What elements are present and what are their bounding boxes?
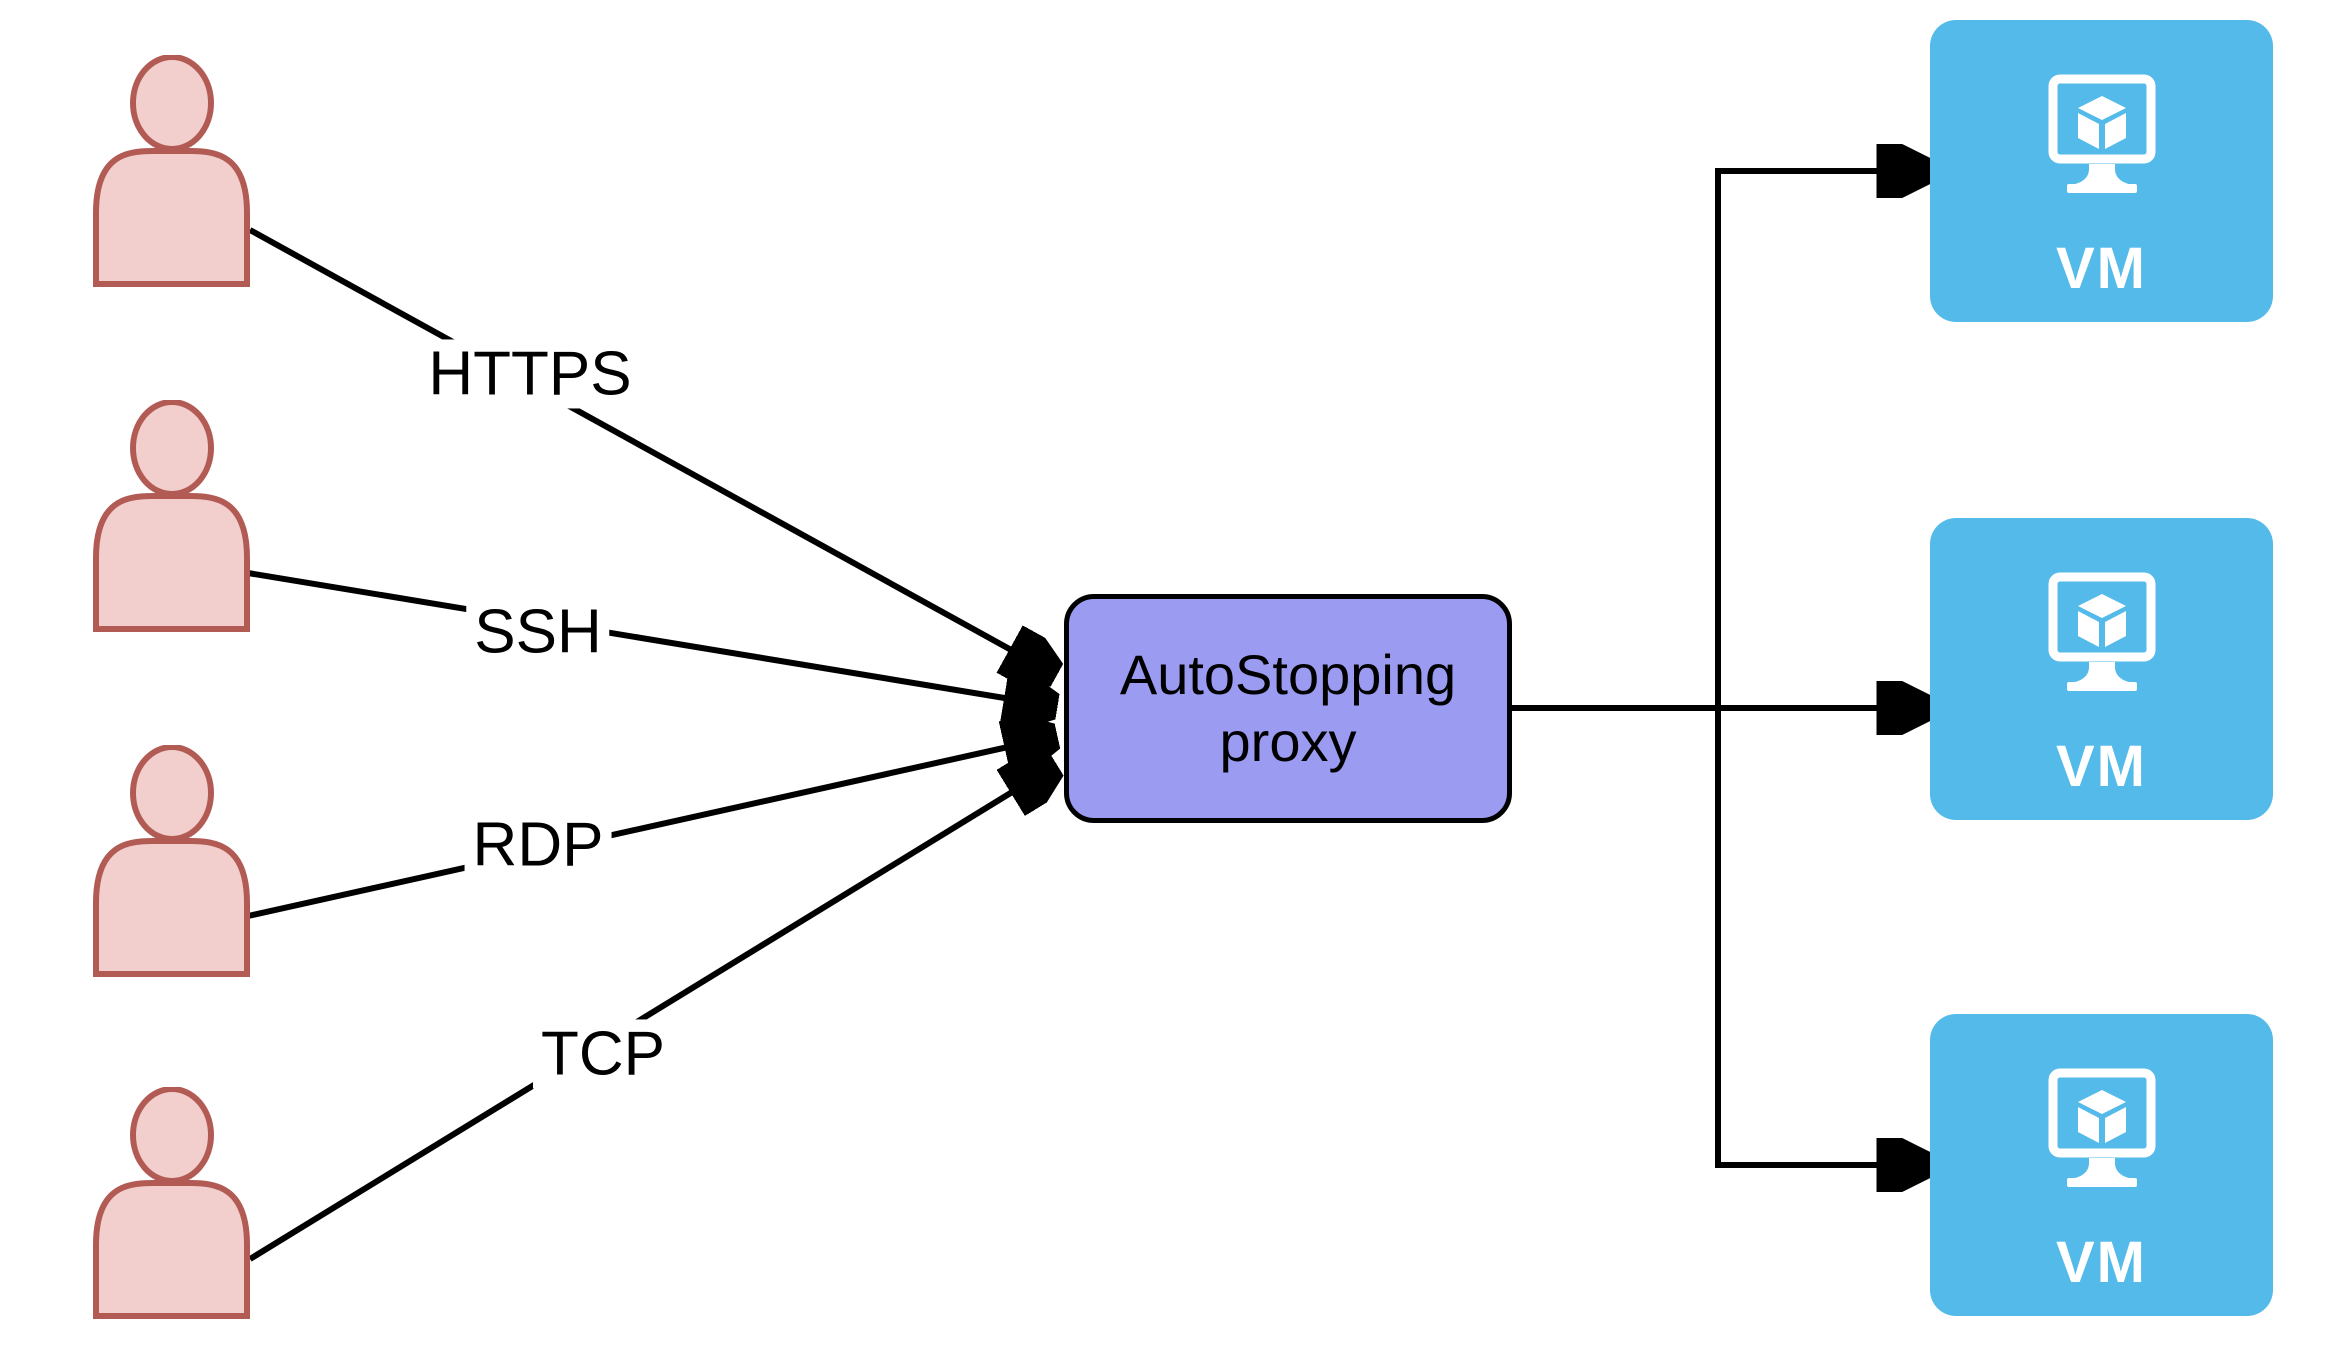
edge-line-branch-vm1 [1715, 171, 1926, 708]
person-icon [93, 55, 250, 287]
vm-label: VM [2056, 734, 2147, 799]
vm-label: VM [2056, 236, 2147, 301]
edge-line-https [248, 227, 1053, 673]
proxy-node: AutoStopping proxy [1064, 594, 1512, 823]
user-node-2 [93, 400, 250, 632]
edge-line-rdp [247, 737, 1053, 919]
edge-label-rdp: RDP [464, 810, 612, 880]
vm-node-1: VM [1930, 20, 2273, 322]
edge-line-ssh [247, 570, 1053, 706]
vm-label: VM [2056, 1230, 2147, 1295]
user-node-1 [93, 55, 250, 287]
vm-node-3: VM [1930, 1014, 2273, 1316]
user-node-4 [93, 1087, 250, 1319]
proxy-label: AutoStopping proxy [1119, 643, 1457, 773]
edge-label-tcp: TCP [533, 1019, 673, 1089]
edge-label-ssh: SSH [466, 597, 610, 667]
person-icon [93, 1087, 250, 1319]
edge-line-branch-vm3 [1715, 708, 1926, 1165]
vm-monitor-cube-icon [2048, 74, 2155, 193]
person-icon [93, 400, 250, 632]
vm-monitor-cube-icon [2048, 572, 2155, 691]
edge-line-tcp [248, 767, 1053, 1262]
user-node-3 [93, 745, 250, 977]
vm-monitor-cube-icon [2048, 1068, 2155, 1187]
edge-label-https: HTTPS [420, 339, 640, 409]
vm-node-2: VM [1930, 518, 2273, 820]
person-icon [93, 745, 250, 977]
